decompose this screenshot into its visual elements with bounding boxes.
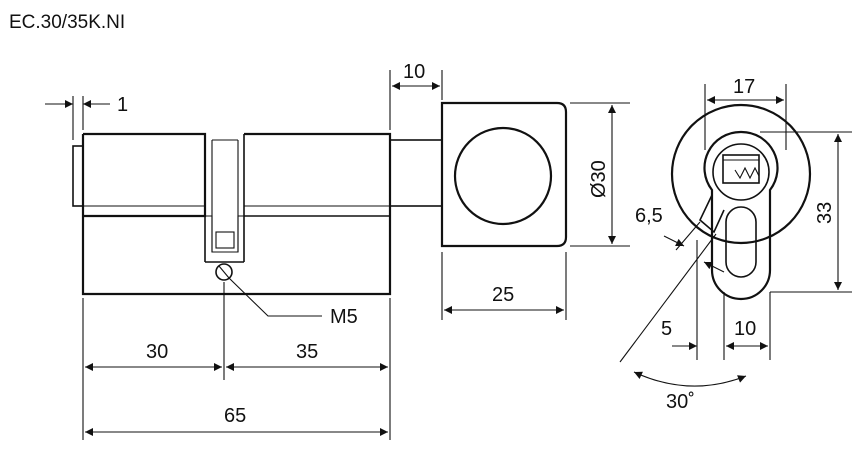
end-dimensions: 17 33 6,5 5 10 30˚: [619, 76, 852, 413]
cam-slot: [204, 134, 245, 263]
knob-outline: [440, 101, 568, 248]
dim-cam-angle: 30˚: [666, 391, 695, 413]
dim-profile-base: 10: [734, 318, 756, 340]
cam: [699, 194, 725, 234]
label-screw: M5: [330, 306, 358, 328]
dim-cam-offset: 5: [661, 318, 672, 340]
dim-knob-diameter: Ø30: [588, 160, 610, 198]
side-dimensions: 1 10 Ø30 25 M5 30 35 65: [45, 61, 630, 440]
screw-hole: [215, 263, 233, 281]
plug-circle: [712, 143, 770, 201]
spindle: [389, 139, 443, 207]
dim-knob-width: 25: [492, 284, 514, 306]
left-flange: [72, 145, 84, 207]
dim-profile-height: 33: [814, 202, 836, 224]
dim-profile-width: 17: [733, 76, 755, 98]
dim-knob-offset: 10: [403, 61, 425, 83]
end-rose: [670, 103, 812, 245]
profile-outline: [703, 130, 779, 301]
dim-total-length: 65: [224, 405, 246, 427]
dim-cam-thickness: 6,5: [635, 205, 663, 227]
key-slot: [722, 154, 760, 184]
cylinder-side-view: [72, 101, 568, 296]
drawing-title: EC.30/35K.NI: [9, 12, 126, 33]
dim-left-length: 30: [146, 341, 168, 363]
cylinder-end-view: [670, 103, 812, 301]
knob-circle: [453, 126, 553, 226]
dim-flange-gap: 1: [117, 94, 128, 116]
dim-right-length: 35: [296, 341, 318, 363]
